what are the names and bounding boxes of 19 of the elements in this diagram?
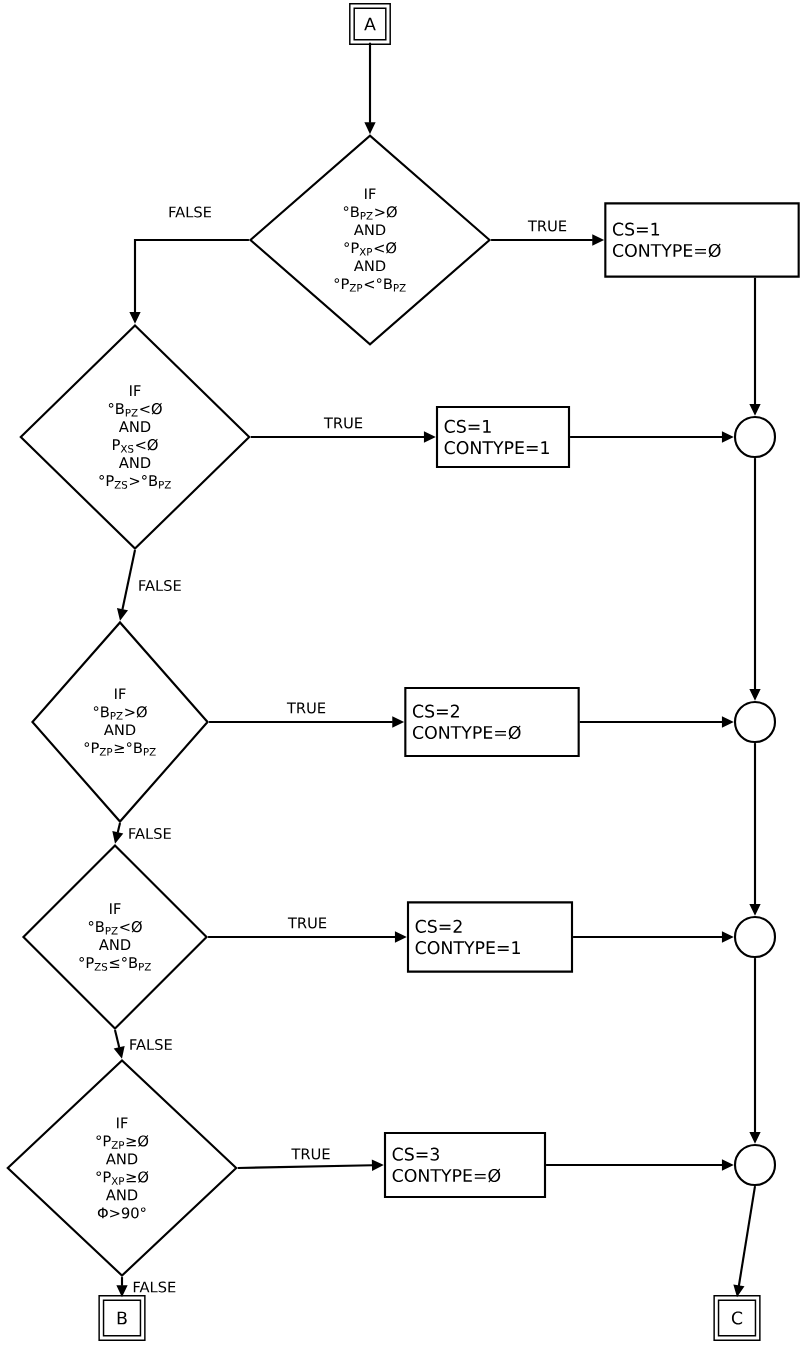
edge-label: TRUE bbox=[286, 916, 329, 930]
junction-circle bbox=[733, 915, 777, 959]
edge-label: TRUE bbox=[285, 701, 328, 715]
process-box: CS=3 CONTYPE=Ø bbox=[383, 1131, 547, 1199]
edge-label: TRUE bbox=[526, 219, 569, 233]
process-box: CS=1 CONTYPE=Ø bbox=[604, 202, 800, 278]
process-box: CS=1 CONTYPE=1 bbox=[435, 405, 571, 469]
edge-label: FALSE bbox=[166, 205, 214, 219]
edge-label: FALSE bbox=[131, 1280, 178, 1294]
process-box: CS=2 CONTYPE=Ø bbox=[404, 686, 580, 758]
junction-circle bbox=[733, 700, 777, 744]
process-box: CS=2 CONTYPE=1 bbox=[406, 901, 574, 973]
connector-box: A bbox=[349, 3, 391, 45]
junction-circle bbox=[733, 1143, 777, 1187]
connector-box: C bbox=[713, 1295, 761, 1341]
edge-label: TRUE bbox=[290, 1147, 332, 1161]
connector-box: B bbox=[98, 1295, 146, 1341]
junction-circle bbox=[733, 415, 777, 459]
edge-label: TRUE bbox=[322, 416, 365, 430]
